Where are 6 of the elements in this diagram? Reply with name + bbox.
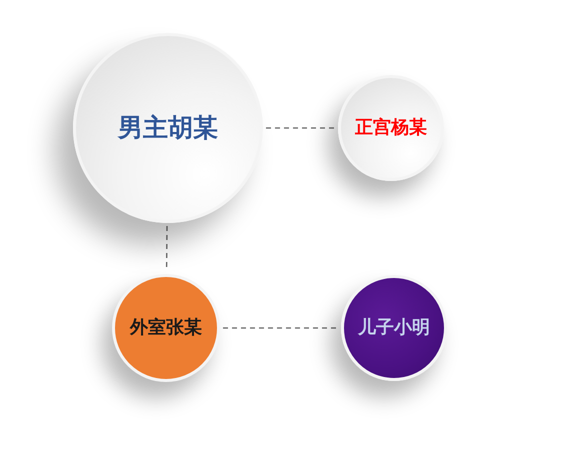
connector-line xyxy=(266,127,335,129)
node-label: 男主胡某 xyxy=(118,113,218,143)
node-label: 外室张某 xyxy=(130,317,202,339)
node-label: 儿子小明 xyxy=(358,317,430,339)
node-label: 正宫杨某 xyxy=(355,117,427,139)
connector-line xyxy=(223,327,338,329)
